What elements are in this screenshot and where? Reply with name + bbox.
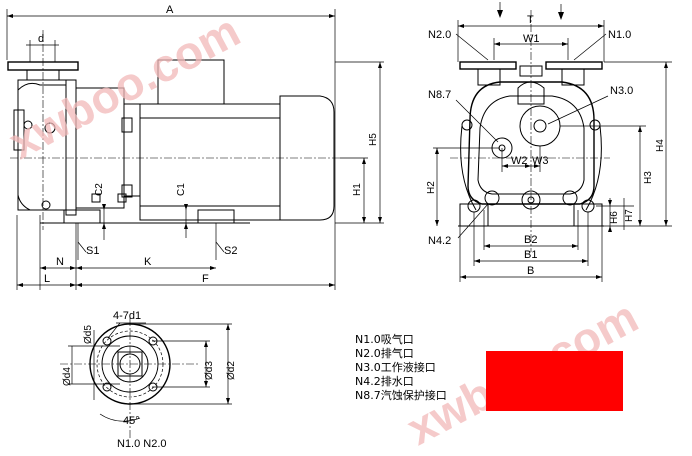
flange-view: 4-7d1 Ød5 Ød4 Ød3 Ød2 45° N1.0 N2.0 <box>60 310 237 450</box>
label-N4-2: N4.2 <box>428 235 451 247</box>
dim-B: B <box>527 265 534 277</box>
dim-d2: Ød2 <box>226 361 237 380</box>
dim-L: L <box>44 273 50 285</box>
dim-C1: C1 <box>176 183 187 196</box>
label-hole-spec: 4-7d1 <box>113 310 141 322</box>
legend-item: N4.2排水口 <box>355 374 414 388</box>
label-N3-0: N3.0 <box>610 85 633 97</box>
dim-K: K <box>144 256 152 268</box>
dim-H3: H3 <box>643 171 654 184</box>
dim-B1: B1 <box>524 249 537 261</box>
label-N2-0: N2.0 <box>428 29 451 41</box>
dim-S1: S1 <box>86 245 99 257</box>
dim-H2: H2 <box>426 181 437 194</box>
dim-H5: H5 <box>368 133 379 146</box>
dim-B2: B2 <box>524 234 537 246</box>
dim-A: A <box>166 4 174 16</box>
port-legend: N1.0吸气口 N2.0排气口 N3.0工作液接口 N4.2排水口 N8.7汽蚀… <box>355 332 447 402</box>
dim-F: F <box>202 273 209 285</box>
red-box <box>486 351 623 411</box>
dim-C2: C2 <box>94 183 105 196</box>
label-N8-7: N8.7 <box>428 89 451 101</box>
dim-N: N <box>56 256 64 268</box>
legend-item: N3.0工作液接口 <box>355 360 436 374</box>
dim-H7: H7 <box>624 209 635 222</box>
front-view: T W1 N2.0 N1.0 <box>426 2 672 282</box>
dim-angle: 45° <box>123 415 140 427</box>
dim-W2: W2 <box>511 155 528 167</box>
dim-H4: H4 <box>655 139 666 152</box>
dim-T: T <box>527 14 534 26</box>
legend-item: N2.0排气口 <box>355 346 414 360</box>
legend-item: N8.7汽蚀保护接口 <box>355 388 447 402</box>
dim-d: d <box>38 33 44 45</box>
legend-item: N1.0吸气口 <box>355 332 414 346</box>
side-view: A d <box>6 4 384 290</box>
dim-d5: Ød5 <box>83 325 94 344</box>
dim-H1: H1 <box>352 183 363 196</box>
flange-caption: N1.0 N2.0 <box>117 438 167 450</box>
dim-W1: W1 <box>523 33 540 45</box>
dim-W3: W3 <box>532 155 549 167</box>
label-N1-0: N1.0 <box>608 29 631 41</box>
dim-d4: Ød4 <box>62 367 73 386</box>
dim-S2: S2 <box>224 245 237 257</box>
dim-H6: H6 <box>609 211 620 224</box>
dim-d3: Ød3 <box>204 361 215 380</box>
